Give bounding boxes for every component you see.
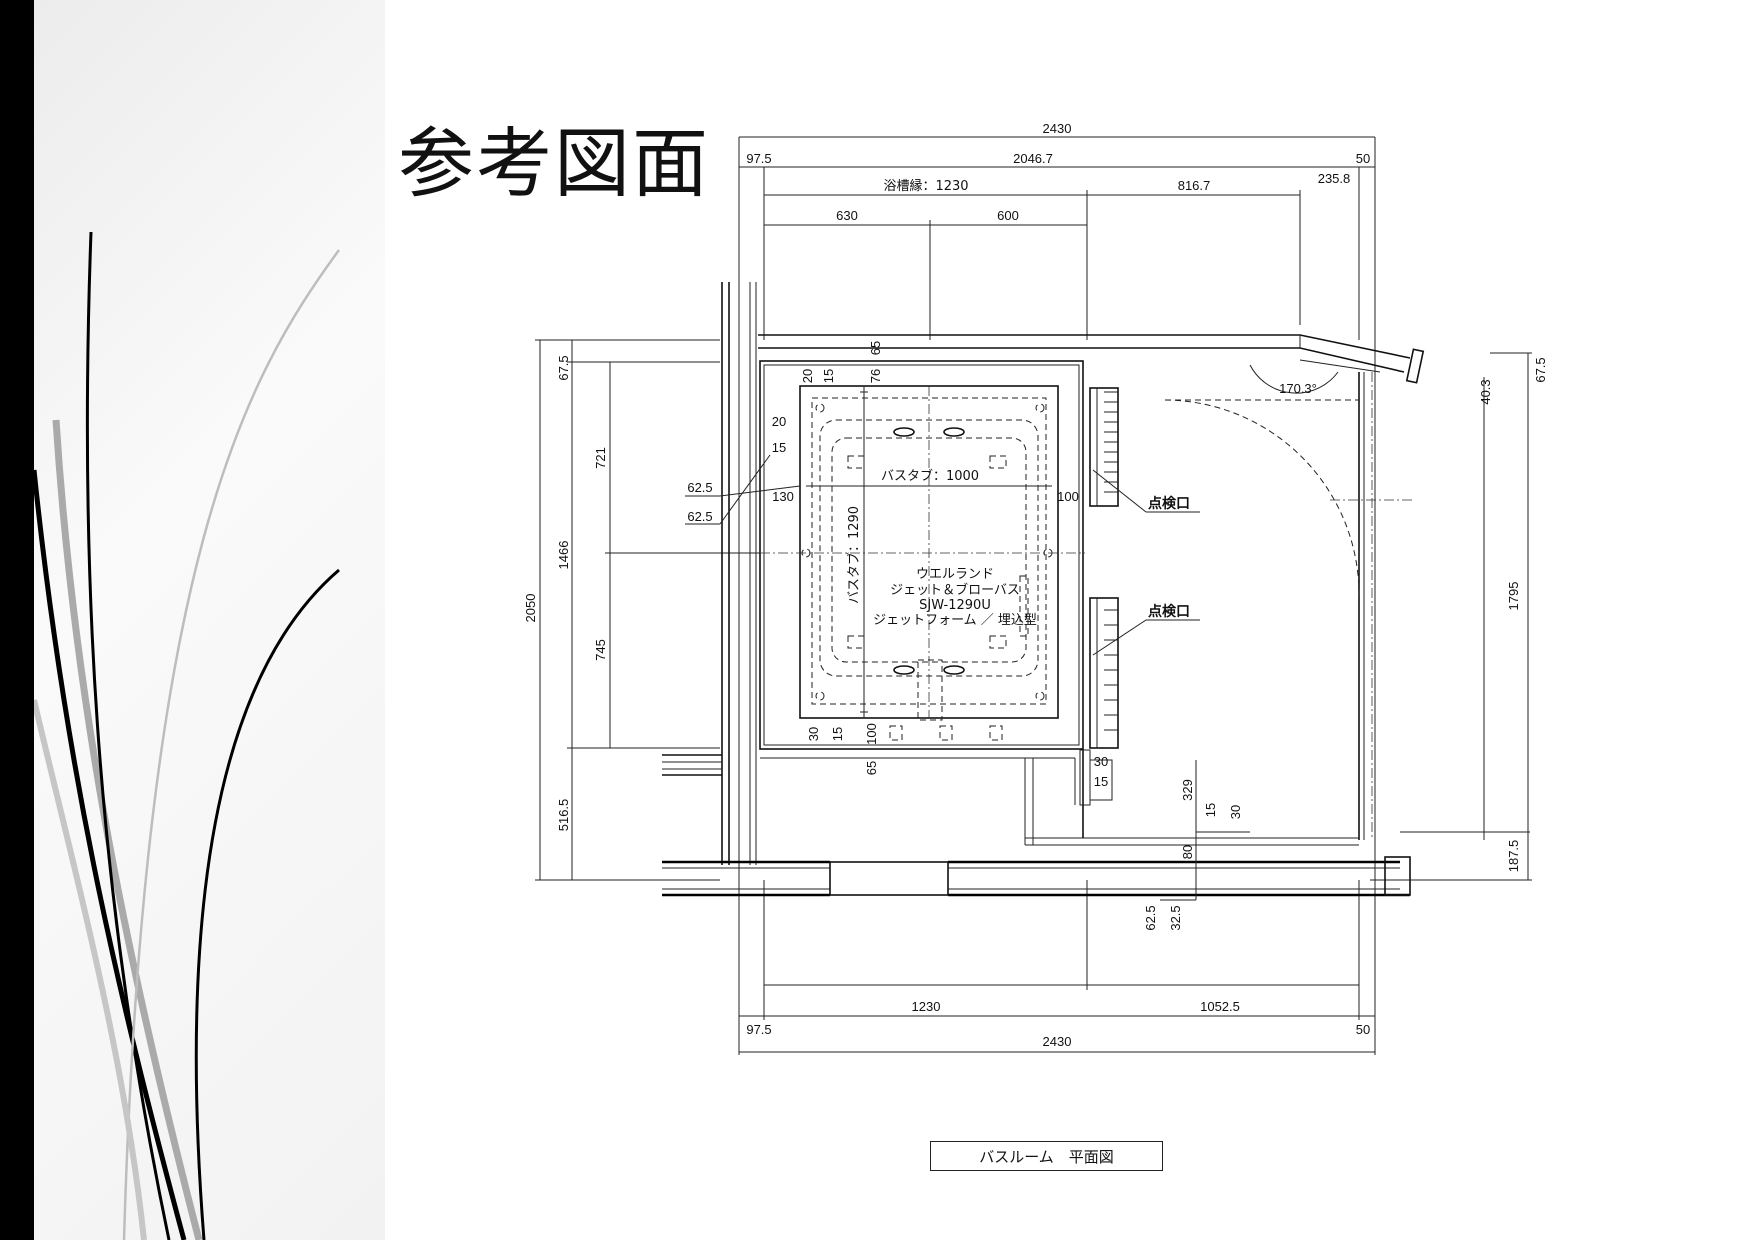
dim-15-c: 15 [1203, 803, 1218, 817]
dim-30-bl: 30 [806, 727, 821, 741]
tub-model: SJW-1290U [919, 598, 991, 613]
left-dimensions: 67.5 721 1466 745 2050 516.5 [523, 339, 760, 881]
dim-15-top: 15 [821, 369, 836, 383]
dim-left-middle: 1466 [556, 541, 571, 570]
dim-sub-a: 630 [836, 208, 858, 223]
dim-bottom-right-offset: 50 [1356, 1022, 1370, 1037]
bathtub: バスタブ：1000 バスタブ：1290 ウエルランド ジェット＆ブローバス SJ… [760, 385, 1085, 741]
page-title: 参考図面 [398, 119, 710, 208]
small-dimensions: 65 76 15 20 20 15 62.5 62.5 130 100 30 1… [685, 341, 1250, 931]
dim-left-lower: 745 [593, 639, 608, 661]
dim-32.5: 32.5 [1168, 905, 1183, 930]
tub-width-label: バスタブ：1000 [881, 468, 979, 484]
dim-15-r: 15 [1094, 774, 1108, 789]
dim-top-left-offset: 97.5 [746, 151, 771, 166]
tub-type: ジェット＆ブローバス [890, 582, 1020, 598]
tub-mount: ジェットフォーム ／ 埋込型 [873, 613, 1037, 628]
dim-span-a: 816.7 [1178, 178, 1211, 193]
drawing-caption: バスルーム 平面図 [930, 1141, 1163, 1171]
dim-62.5-b: 62.5 [687, 509, 712, 524]
dim-top-middle: 2046.7 [1013, 151, 1053, 166]
bottom-dimensions: 1230 1052.5 97.5 50 2430 [739, 880, 1375, 1053]
dim-bottom-left-offset: 97.5 [746, 1022, 771, 1037]
dim-overall-bottom: 2430 [1043, 1034, 1072, 1049]
decorative-side-panel [34, 0, 385, 1240]
dim-bottom-right-span: 1052.5 [1200, 999, 1240, 1014]
dim-bottom-left-span: 1230 [912, 999, 941, 1014]
dim-76: 76 [868, 369, 883, 383]
tub-brand: ウエルランド [916, 567, 994, 582]
dim-top-right-offset: 50 [1356, 151, 1370, 166]
inspection-callouts: 点検口 点検口 [1092, 469, 1200, 656]
angle-label: 170.3° [1279, 381, 1317, 396]
dim-65-top: 65 [868, 341, 883, 355]
dim-62.5-c: 62.5 [1143, 905, 1158, 930]
dim-20-b: 20 [772, 414, 786, 429]
door-swing: 170.3° [1164, 364, 1412, 601]
dim-62.5-a: 62.5 [687, 480, 712, 495]
dim-15-bl: 15 [830, 727, 845, 741]
inspection-port-label-2: 点検口 [1148, 603, 1190, 620]
dim-left-overall: 2050 [523, 594, 538, 623]
dim-100-bl: 100 [864, 723, 879, 745]
dim-15-b: 15 [772, 440, 786, 455]
dim-right-bottom: 187.5 [1506, 840, 1521, 873]
dim-100-right: 100 [1057, 489, 1079, 504]
dim-right-height: 1795 [1506, 582, 1521, 611]
walls [662, 282, 1425, 897]
dim-20-a: 20 [800, 369, 815, 383]
top-dimensions: 2430 97.5 2046.7 50 浴槽縁：1230 816.7 235.8… [738, 121, 1376, 1055]
dim-overall-top: 2430 [1043, 121, 1072, 136]
dim-span-b: 235.8 [1318, 171, 1351, 186]
dim-329: 329 [1180, 779, 1195, 801]
right-dimensions: 67.5 40.3 1795 187.5 [1370, 352, 1548, 881]
left-black-strip [0, 0, 34, 1240]
dim-left-bottom: 516.5 [556, 799, 571, 832]
dim-65-bottom: 65 [864, 761, 879, 775]
tub-depth-label: バスタブ：1290 [846, 506, 862, 604]
dim-left-upper: 721 [593, 447, 608, 469]
inspection-port-label-1: 点検口 [1148, 495, 1190, 512]
dim-right-offset: 40.3 [1478, 379, 1493, 404]
decorative-curves [34, 231, 341, 1240]
dim-30-c: 30 [1228, 805, 1243, 819]
dim-tub-edge: 浴槽縁：1230 [883, 178, 968, 194]
dim-80: 80 [1180, 845, 1195, 859]
dim-left-top: 67.5 [556, 355, 571, 380]
dim-sub-b: 600 [997, 208, 1019, 223]
dim-130: 130 [772, 489, 794, 504]
dim-right-top: 67.5 [1533, 357, 1548, 382]
dim-30-r: 30 [1094, 754, 1108, 769]
